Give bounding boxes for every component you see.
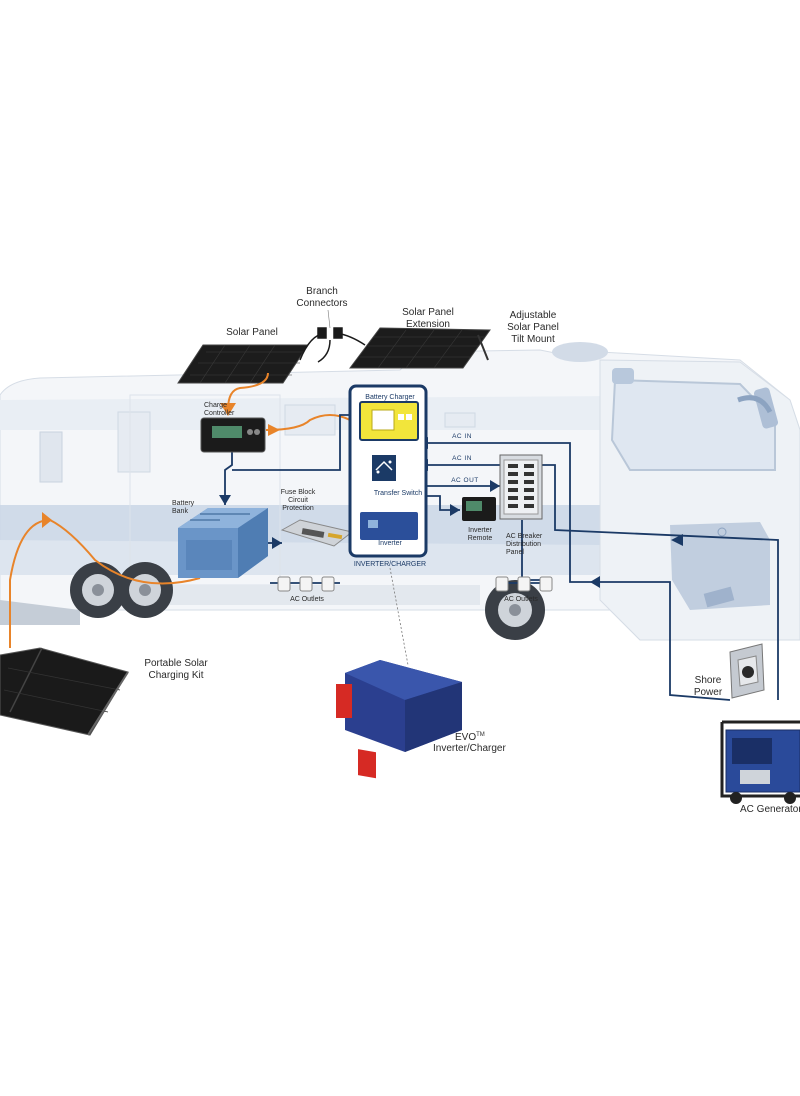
shore-power bbox=[729, 643, 765, 699]
label-ac-in-2: AC IN bbox=[452, 455, 472, 462]
label-ac-generator: AC Generator bbox=[740, 804, 800, 815]
label-solar-panel-extension-1: Solar Panel bbox=[402, 307, 454, 318]
ac-generator bbox=[720, 720, 800, 804]
ac-outlets-left bbox=[277, 576, 335, 592]
label-solar-panel: Solar Panel bbox=[226, 327, 278, 338]
branch-leader bbox=[327, 309, 331, 329]
label-fuse-block-1: Fuse Block bbox=[281, 489, 316, 496]
rear-wheels bbox=[70, 562, 173, 618]
evo-inverter-charger bbox=[336, 660, 462, 779]
evo-leader bbox=[389, 567, 409, 666]
charge-controller bbox=[200, 417, 266, 453]
label-evo-brand: EVOTM bbox=[455, 732, 485, 743]
label-tilt-mount-3: Tilt Mount bbox=[511, 334, 555, 345]
labels: Branch Connectors Solar Panel Solar Pane… bbox=[144, 286, 800, 815]
label-portable-solar-1: Portable Solar bbox=[144, 658, 208, 669]
front-wheel bbox=[485, 580, 545, 640]
label-inverter-remote-2: Remote bbox=[468, 535, 493, 542]
label-battery-bank-2: Bank bbox=[172, 508, 188, 515]
battery-bank bbox=[178, 508, 268, 578]
dc-wiring bbox=[9, 372, 351, 648]
label-evo-tm: TM bbox=[476, 732, 485, 738]
label-charge-controller-2: Controller bbox=[204, 410, 235, 417]
label-battery-bank-1: Battery bbox=[172, 500, 195, 507]
label-evo-product: Inverter/Charger bbox=[433, 743, 506, 754]
label-inverter-charger: INVERTER/CHARGER bbox=[354, 561, 426, 568]
label-transfer-switch: Transfer Switch bbox=[374, 490, 422, 497]
label-fuse-block-2: Circuit bbox=[288, 497, 308, 504]
label-branch-connectors-1: Branch bbox=[306, 286, 338, 297]
inverter-charger-cabinet bbox=[348, 384, 428, 558]
label-solar-panel-extension-2: Extension bbox=[406, 319, 450, 330]
label-ac-outlets-right: AC Outlets bbox=[504, 596, 538, 603]
label-ac-breaker-3: Panel bbox=[506, 549, 524, 556]
label-fuse-block-3: Protection bbox=[282, 505, 314, 512]
label-charge-controller-1: Charge bbox=[204, 402, 227, 409]
label-branch-connectors-2: Connectors bbox=[296, 298, 347, 309]
label-battery-charger: Battery Charger bbox=[365, 394, 415, 401]
ac-breaker-panel bbox=[499, 454, 543, 520]
inverter-remote bbox=[462, 497, 496, 521]
label-ac-breaker-2: Distribution bbox=[506, 541, 541, 548]
label-inverter: Inverter bbox=[378, 540, 402, 547]
label-ac-outlets-left: AC Outlets bbox=[290, 596, 324, 603]
label-ac-in-1: AC IN bbox=[452, 433, 472, 440]
label-tilt-mount-2: Solar Panel bbox=[507, 322, 559, 333]
label-inverter-remote-1: Inverter bbox=[468, 527, 492, 534]
label-tilt-mount-1: Adjustable bbox=[510, 310, 557, 321]
label-portable-solar-2: Charging Kit bbox=[148, 670, 203, 681]
roof-solar-panel-extension bbox=[349, 327, 491, 369]
ac-outlets-right bbox=[495, 576, 553, 592]
label-shore-power-1: Shore bbox=[695, 675, 722, 686]
branch-connector-wiring bbox=[299, 327, 366, 363]
label-shore-power-2: Power bbox=[694, 687, 723, 698]
label-ac-breaker-1: AC Breaker bbox=[506, 533, 543, 540]
label-evo-name: EVO bbox=[455, 732, 476, 743]
label-ac-out: AC OUT bbox=[451, 477, 479, 484]
portable-solar-kit bbox=[0, 647, 129, 736]
